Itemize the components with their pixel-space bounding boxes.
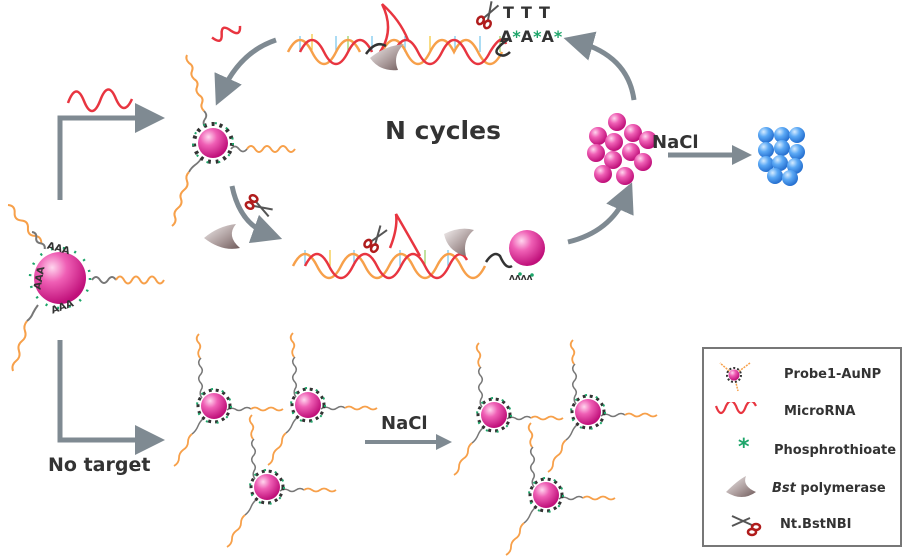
scissors-icon <box>363 225 388 254</box>
legend-item-probe: Probe1-AuNP <box>704 359 900 392</box>
branch-arrow-target <box>57 103 165 200</box>
dispersed-nanoparticles <box>587 113 657 185</box>
bst-polymerase <box>370 44 404 71</box>
scissors-icon <box>244 194 273 218</box>
cycle-arrow-top-right <box>563 31 637 101</box>
branch-arrow-no-target <box>57 340 165 455</box>
cycles-label: N cycles <box>385 116 501 145</box>
legend-item-phosphorothioate: * Phosphrothioate <box>704 435 900 467</box>
gold-nanoparticle <box>34 252 86 304</box>
gold-nanoparticle <box>509 230 545 266</box>
probe-aunp-large: AAA AAA AAA <box>7 204 165 372</box>
probe-aunp-cycle <box>171 54 296 227</box>
t-base: T <box>539 3 550 22</box>
phosphorothioate-icon: * <box>738 435 750 460</box>
cycle-arrow-down <box>229 185 283 244</box>
svg-text:ʌʌʌʌ: ʌʌʌʌ <box>509 273 533 283</box>
microrna-icon <box>714 402 757 415</box>
legend-label: Bst polymerase <box>772 481 886 496</box>
legend-item-microrna: MicroRNA <box>704 398 900 428</box>
t-base: T <box>521 3 532 22</box>
legend-label: Probe1-AuNP <box>784 367 882 382</box>
polymerase-icon <box>726 476 756 497</box>
nacl-label-bottom: NaCl <box>381 413 428 434</box>
legend-label: MicroRNA <box>784 404 856 419</box>
probes-no-target-1 <box>172 331 379 549</box>
aggregated-nanoparticles <box>758 127 805 186</box>
a-bases: A*A*A* <box>500 27 562 46</box>
probe-aunp-icon <box>719 362 751 392</box>
a-bases-text: A*A*A* <box>500 27 563 46</box>
legend-label: Nt.BstNBI <box>780 517 852 532</box>
dna-duplex-bottom: ʌʌʌʌ <box>291 213 545 283</box>
legend-label-italic: Bst <box>772 481 796 496</box>
bst-polymerase <box>444 228 474 256</box>
legend-label-rest: polymerase <box>795 481 886 496</box>
microrna-strand <box>66 88 134 113</box>
scissors-icon <box>476 1 500 30</box>
scissors-icon <box>731 515 762 537</box>
legend: Probe1-AuNP MicroRNA * Phosphrothioate B… <box>702 347 902 547</box>
t-base: T <box>503 3 514 22</box>
legend-label: Phosphrothioate <box>774 443 897 458</box>
dna-duplex-top <box>286 1 511 71</box>
no-target-label: No target <box>48 454 151 476</box>
legend-item-polymerase: Bst polymerase <box>704 474 900 504</box>
cycle-arrow-top-left <box>214 37 277 106</box>
bst-polymerase <box>204 224 240 249</box>
legend-item-nicking-enzyme: Nt.BstNBI <box>704 510 900 540</box>
probes-no-target-2 <box>452 338 659 557</box>
nacl-label-top: NaCl <box>652 132 699 153</box>
svg-text:AAA: AAA <box>33 265 48 290</box>
cycle-arrow-right-up <box>567 182 634 245</box>
microrna-released <box>211 25 242 42</box>
